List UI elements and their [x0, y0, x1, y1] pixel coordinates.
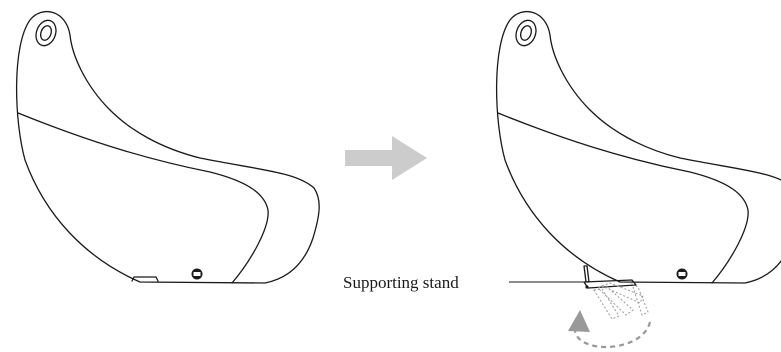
chair-before	[15, 11, 320, 284]
headrest-knob	[35, 19, 57, 47]
headrest-knob	[515, 19, 537, 47]
chair-after	[495, 11, 781, 349]
callout: Supporting stand	[343, 273, 586, 292]
supporting-stand-label: Supporting stand	[343, 273, 459, 292]
supporting-stand	[583, 265, 637, 289]
chair-body	[15, 11, 320, 284]
arrow-right-icon	[345, 136, 427, 180]
stand-motion-ghost	[593, 282, 649, 320]
screw-icon	[676, 268, 688, 280]
screw-icon	[191, 268, 203, 280]
rotate-arrow-icon	[568, 310, 652, 349]
chair-body	[495, 11, 781, 284]
